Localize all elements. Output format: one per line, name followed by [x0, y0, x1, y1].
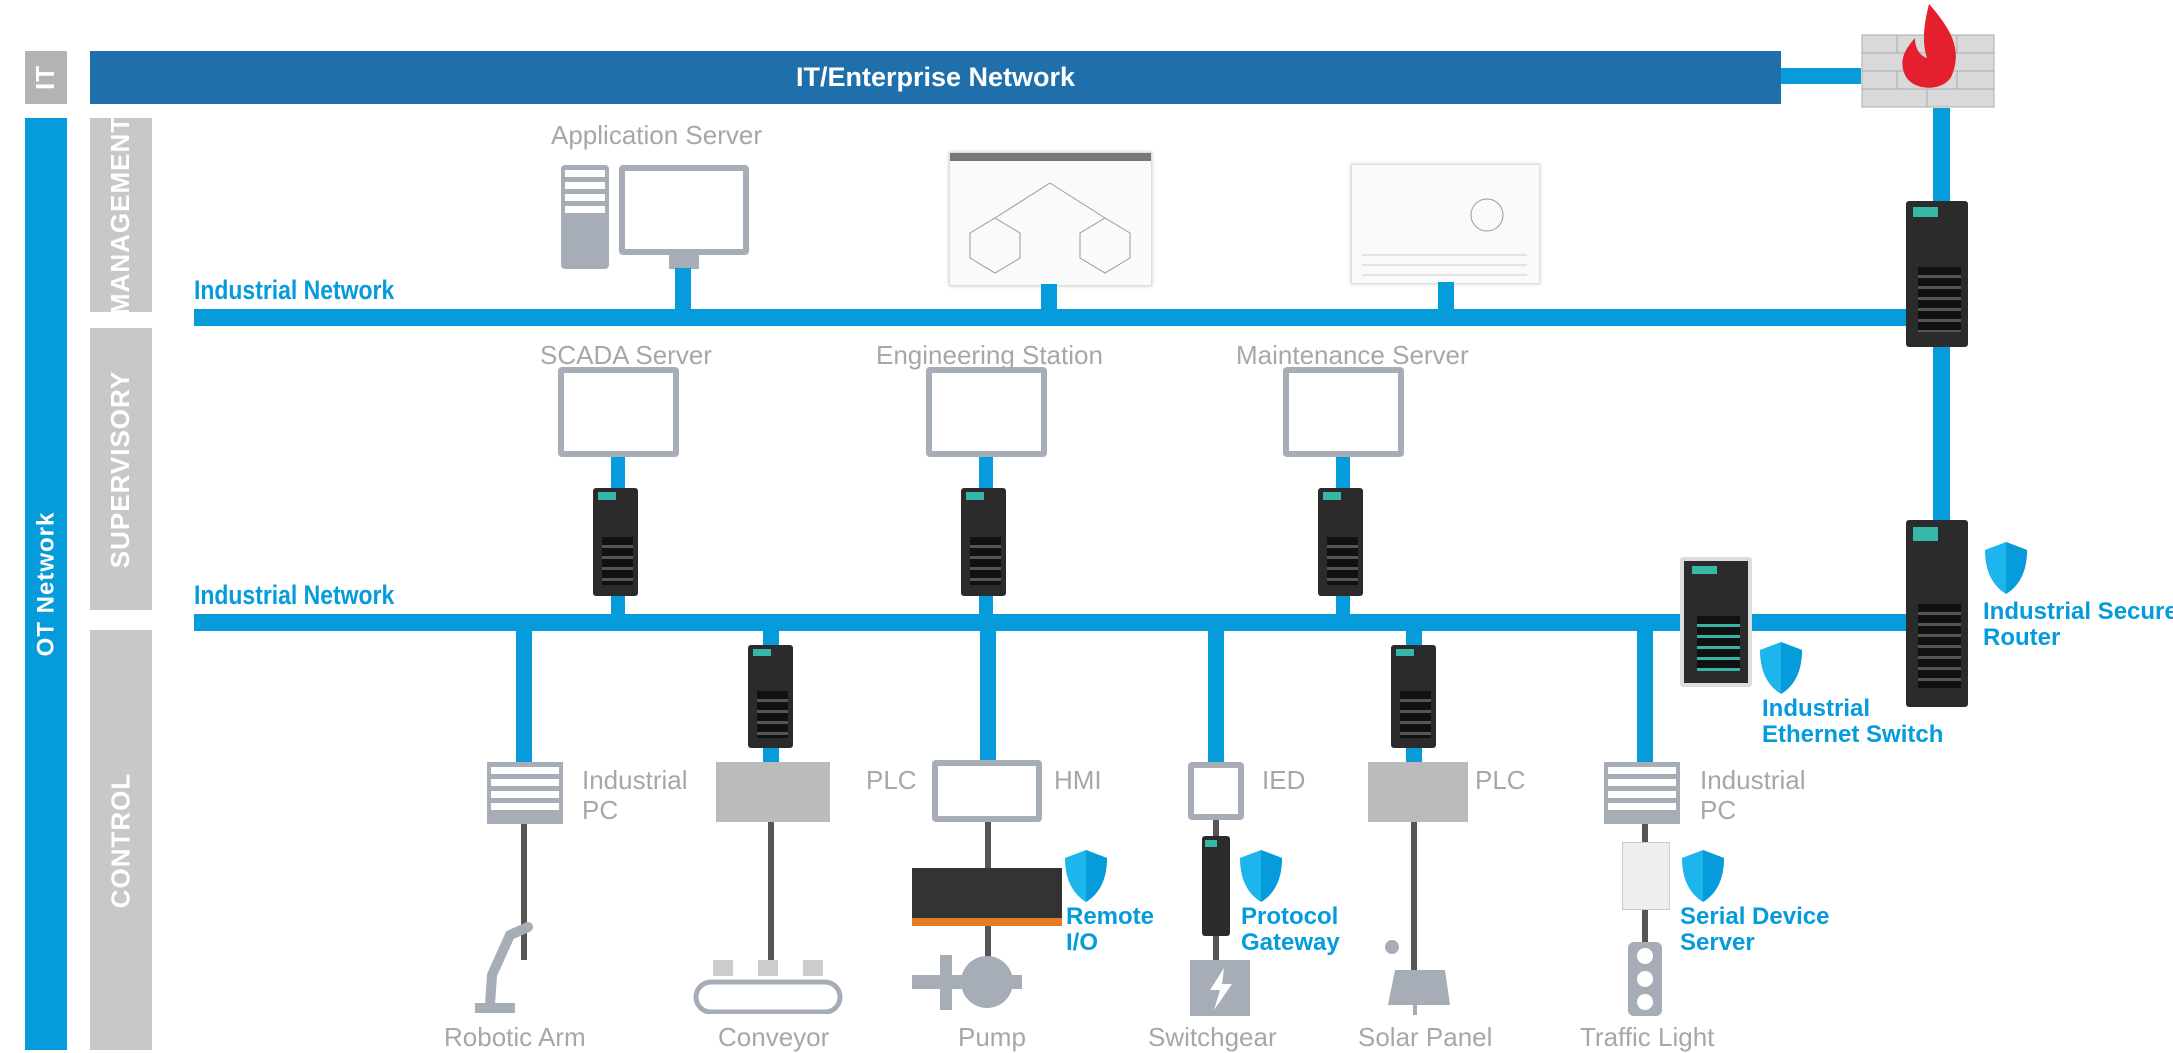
link	[1041, 284, 1057, 312]
engineering-station-label: Engineering Station	[876, 340, 1103, 370]
it-network-label: IT/Enterprise Network	[795, 62, 1076, 92]
industrial-network-line-2	[194, 614, 1934, 631]
router-icon	[961, 488, 1006, 596]
industrial-secure-router-icon	[1906, 520, 1968, 707]
maintenance-server-label: Maintenance Server	[1236, 340, 1469, 370]
industrial-ethernet-switch-icon	[1680, 557, 1752, 687]
ied-label: IED	[1262, 765, 1306, 795]
industrial-ethernet-switch-label: Industrial Ethernet Switch	[1762, 695, 1944, 748]
shield-icon	[1760, 642, 1802, 694]
serial-device-server-label: Serial Device Server	[1680, 903, 1830, 956]
industrial-pc-label: Industrial PC	[582, 765, 688, 825]
industrial-pc-label: Industrial PC	[1700, 765, 1806, 825]
serial-device-server-icon	[1622, 842, 1670, 910]
plc-icon	[716, 762, 830, 822]
plc-label: PLC	[866, 765, 917, 795]
dashboard-screenshot	[1351, 164, 1540, 284]
application-server-label: Application Server	[551, 120, 762, 150]
field-link	[768, 820, 774, 970]
robotic-arm-icon	[470, 915, 540, 1013]
router-icon	[748, 645, 793, 748]
link	[980, 630, 996, 762]
switchgear-label: Switchgear	[1148, 1022, 1277, 1052]
remote-io-label: Remote I/O	[1066, 903, 1155, 956]
conveyor-icon	[693, 960, 843, 1015]
pump-label: Pump	[958, 1022, 1026, 1052]
solar-panel-icon	[1380, 935, 1450, 1015]
router-icon	[593, 488, 638, 596]
zone-supervisory-label: SUPERVISORY	[90, 328, 152, 610]
field-link	[521, 820, 527, 960]
industrial-secure-router-label: Industrial Secure Router	[1983, 598, 2173, 651]
protocol-gateway-label: Protocol Gateway	[1241, 903, 1340, 956]
link	[516, 630, 532, 762]
robotic-arm-label: Robotic Arm	[444, 1022, 586, 1052]
link	[1208, 630, 1224, 762]
it-enterprise-network-bar: IT/Enterprise Network	[90, 51, 1781, 104]
monitor-icon	[1283, 367, 1404, 457]
industrial-pc-icon	[1604, 762, 1680, 824]
shield-icon	[1240, 850, 1282, 902]
pump-icon	[912, 945, 1022, 1015]
zone-control-label: CONTROL	[90, 630, 152, 1050]
monitor-icon	[926, 367, 1047, 457]
switchgear-icon	[1190, 960, 1250, 1016]
monitor-icon	[558, 367, 679, 457]
router-icon	[1318, 488, 1363, 596]
zone-it-label: IT	[25, 51, 67, 104]
zone-management-label: MANAGEMENT	[90, 115, 152, 315]
ied-icon	[1188, 762, 1244, 820]
it-link	[1781, 68, 1861, 84]
industrial-pc-icon	[487, 762, 563, 824]
industrial-network-label-2: Industrial Network	[194, 580, 395, 610]
link	[1438, 282, 1454, 312]
shield-icon	[1682, 850, 1724, 902]
hmi-label: HMI	[1054, 765, 1102, 795]
server-icon	[561, 165, 749, 275]
router-icon	[1391, 645, 1436, 748]
link	[675, 268, 691, 312]
solar-panel-label: Solar Panel	[1358, 1022, 1493, 1052]
scada-server-label: SCADA Server	[540, 340, 712, 370]
industrial-network-label-1: Industrial Network	[194, 275, 395, 305]
plc-icon	[1368, 762, 1468, 822]
shield-icon	[1065, 850, 1107, 902]
traffic-light-label: Traffic Light	[1580, 1022, 1715, 1052]
network-management-screenshot	[949, 152, 1152, 286]
traffic-light-icon	[1612, 942, 1678, 1016]
hmi-icon	[932, 760, 1042, 822]
remote-io-icon	[912, 868, 1062, 926]
industrial-network-line-1	[194, 309, 1940, 326]
protocol-gateway-icon	[1202, 836, 1230, 936]
conveyor-label: Conveyor	[718, 1022, 830, 1052]
link	[1637, 630, 1653, 762]
router-icon	[1906, 201, 1968, 347]
zone-ot-label: OT Network	[25, 118, 67, 1050]
firewall-icon	[1857, 0, 1999, 111]
field-link	[1411, 820, 1417, 970]
shield-icon	[1985, 542, 2027, 594]
plc-label: PLC	[1475, 765, 1526, 795]
